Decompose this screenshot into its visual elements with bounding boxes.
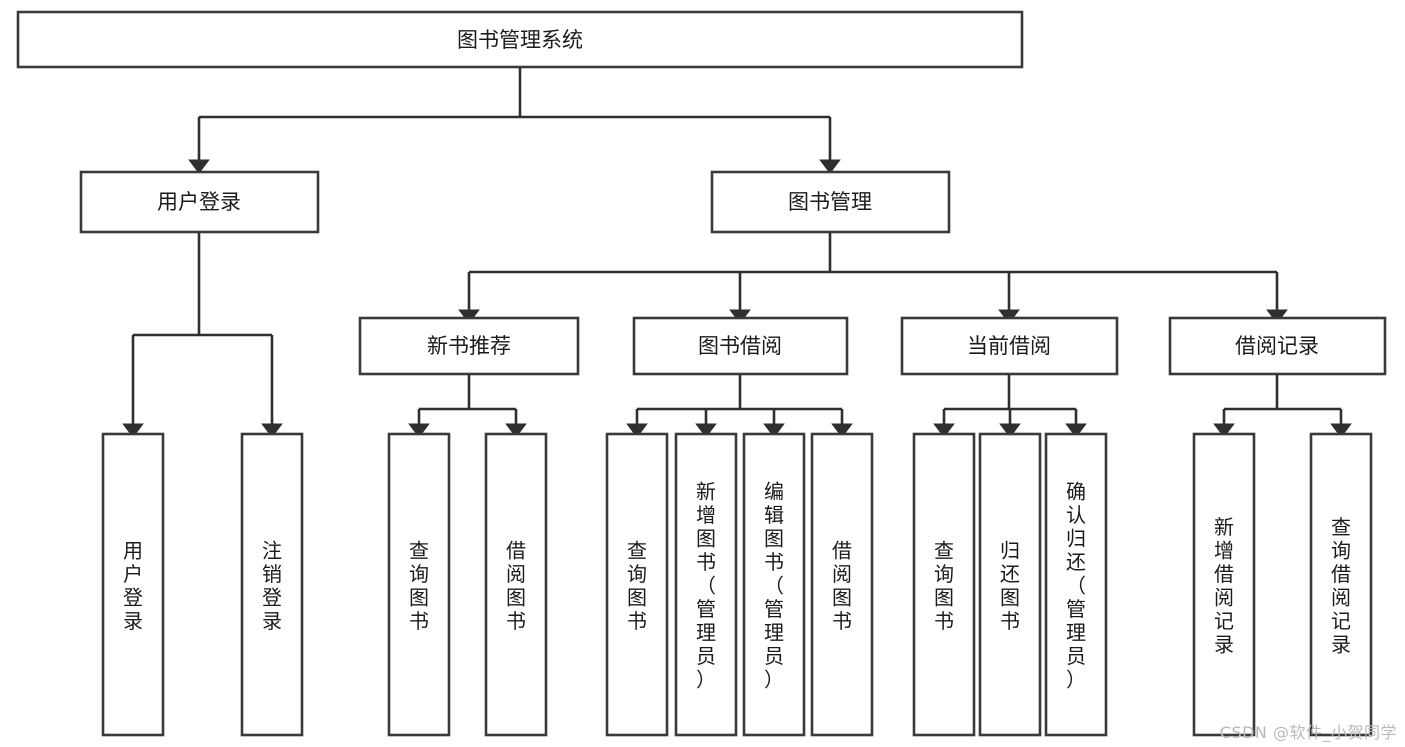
node-book-manage-label: 图书管理 (788, 190, 872, 214)
node-leaf-borrow-book-1[interactable]: 借阅图书 (484, 432, 548, 737)
node-root-box[interactable] (16, 10, 1024, 69)
node-leaf-query-record-box[interactable] (1309, 432, 1373, 737)
node-leaf-query-book-3-box[interactable] (912, 432, 976, 737)
node-leaf-borrow-book-1-box[interactable] (484, 432, 548, 737)
node-leaf-add-record-label: 新增借阅记录 (1214, 514, 1234, 656)
node-leaf-logout-box[interactable] (240, 432, 304, 737)
node-leaf-user-login-label: 用户登录 (123, 538, 143, 633)
node-current-borrow-box[interactable] (900, 316, 1119, 376)
node-leaf-query-book-3[interactable]: 查询图书 (912, 432, 976, 737)
node-borrow-record[interactable]: 借阅记录 (1168, 316, 1387, 376)
node-leaf-return-book[interactable]: 归还图书 (978, 432, 1042, 737)
connector-group-user-login (122, 232, 283, 438)
node-leaf-borrow-book-2-box[interactable] (810, 432, 874, 737)
node-leaf-query-record-label: 查询借阅记录 (1331, 514, 1351, 656)
node-book-borrow-box[interactable] (632, 316, 849, 376)
node-leaf-query-book-2-box[interactable] (605, 432, 669, 737)
node-book-borrow-label: 图书借阅 (698, 334, 782, 358)
node-leaf-confirm-return-label: 确认归还（管理员） (1066, 479, 1086, 691)
node-leaf-user-login-box[interactable] (101, 432, 165, 737)
node-leaf-logout-label: 注销登录 (262, 538, 282, 633)
node-leaf-logout[interactable]: 注销登录 (240, 432, 304, 737)
node-new-book-rec-box[interactable] (358, 316, 580, 376)
node-leaf-edit-book-box[interactable] (742, 432, 806, 737)
connector-group-borrow-record (1213, 374, 1352, 438)
node-leaf-edit-book[interactable]: 编辑图书（管理员） (742, 432, 806, 737)
node-leaf-query-book-1-box[interactable] (387, 432, 451, 737)
node-leaf-query-book-2[interactable]: 查询图书 (605, 432, 669, 737)
node-borrow-record-box[interactable] (1168, 316, 1387, 376)
node-user-login-label: 用户登录 (157, 190, 241, 214)
connector-group-new-book-rec (408, 374, 527, 438)
node-leaf-add-record[interactable]: 新增借阅记录 (1192, 432, 1256, 737)
node-book-manage[interactable]: 图书管理 (710, 170, 951, 234)
node-leaf-return-book-box[interactable] (978, 432, 1042, 737)
node-borrow-record-label: 借阅记录 (1235, 334, 1319, 358)
node-leaf-query-book-1[interactable]: 查询图书 (387, 432, 451, 737)
node-root-label: 图书管理系统 (457, 28, 583, 52)
node-current-borrow-label: 当前借阅 (967, 334, 1051, 358)
node-leaf-add-record-box[interactable] (1192, 432, 1256, 737)
node-leaf-return-book-label: 归还图书 (1000, 538, 1020, 633)
node-book-manage-box[interactable] (710, 170, 951, 234)
node-leaf-user-login[interactable]: 用户登录 (101, 432, 165, 737)
node-root[interactable]: 图书管理系统 (16, 10, 1024, 69)
node-leaf-query-book-3-label: 查询图书 (934, 538, 954, 633)
node-leaf-query-book-2-label: 查询图书 (627, 538, 647, 633)
node-user-login-box[interactable] (79, 170, 320, 234)
node-book-borrow[interactable]: 图书借阅 (632, 316, 849, 376)
connector-group-book-manage (458, 232, 1288, 324)
node-leaf-query-book-1-label: 查询图书 (409, 538, 429, 633)
node-leaf-add-book-label: 新增图书（管理员） (696, 479, 716, 691)
node-leaf-confirm-return[interactable]: 确认归还（管理员） (1044, 432, 1108, 737)
connector-group-current-borrow (933, 374, 1087, 438)
node-new-book-rec-label: 新书推荐 (427, 334, 511, 358)
node-leaf-add-book[interactable]: 新增图书（管理员） (674, 432, 738, 737)
node-leaf-confirm-return-box[interactable] (1044, 432, 1108, 737)
node-leaf-edit-book-label: 编辑图书（管理员） (764, 479, 784, 691)
connector-group-root (188, 67, 841, 174)
connector-group-book-borrow (626, 374, 853, 438)
node-leaf-query-record[interactable]: 查询借阅记录 (1309, 432, 1373, 737)
node-leaf-borrow-book-2-label: 借阅图书 (832, 538, 852, 633)
node-current-borrow[interactable]: 当前借阅 (900, 316, 1119, 376)
node-leaf-borrow-book-2[interactable]: 借阅图书 (810, 432, 874, 737)
node-leaf-borrow-book-1-label: 借阅图书 (506, 538, 526, 633)
node-user-login[interactable]: 用户登录 (79, 170, 320, 234)
node-leaf-add-book-box[interactable] (674, 432, 738, 737)
node-new-book-rec[interactable]: 新书推荐 (358, 316, 580, 376)
